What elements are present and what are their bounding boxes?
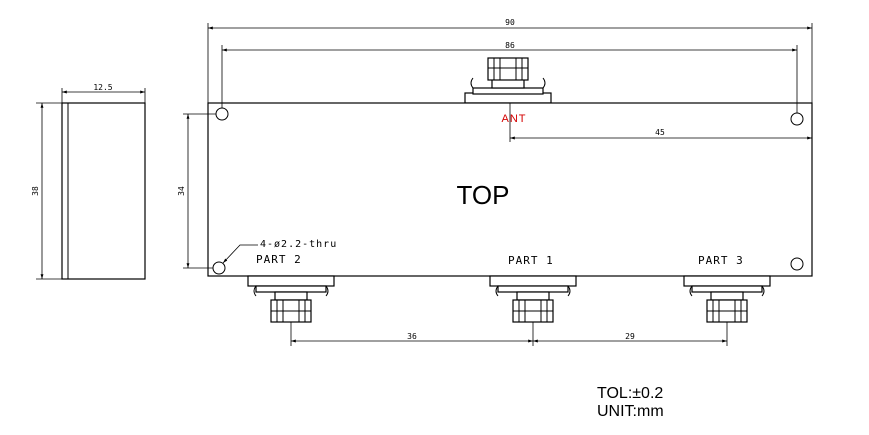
port2-port1-dim-text: 36 bbox=[407, 332, 417, 341]
side-view: 12.5 38 bbox=[31, 83, 146, 280]
ant-offset-dim-text: 45 bbox=[655, 128, 665, 137]
port1-port3-dim-text: 29 bbox=[625, 332, 635, 341]
ant-connector bbox=[464, 57, 552, 104]
side-body bbox=[61, 102, 146, 280]
hole-height-dim-text: 34 bbox=[177, 186, 186, 196]
view-title: TOP bbox=[457, 180, 510, 210]
hole-callout-leader bbox=[222, 244, 258, 264]
side-height-dim-text: 38 bbox=[31, 186, 40, 196]
port2-connector bbox=[247, 275, 335, 323]
ant-label: ANT bbox=[502, 113, 527, 125]
port1-label: PART 1 bbox=[508, 254, 554, 267]
port3-connector bbox=[683, 275, 771, 323]
port3-label: PART 3 bbox=[698, 254, 744, 267]
unit-note: UNIT:mm bbox=[597, 403, 664, 420]
mount-hole bbox=[790, 257, 804, 271]
port2-label: PART 2 bbox=[256, 253, 302, 266]
hole-width-dim-text: 86 bbox=[505, 41, 515, 50]
hole-callout-text: 4-ø2.2-thru bbox=[260, 239, 337, 250]
top-view: 90 86 45 34 ANT TOP PART 2 PART 1 PART 3… bbox=[177, 18, 813, 346]
side-width-dim-text: 12.5 bbox=[93, 83, 112, 92]
overall-width-dim-text: 90 bbox=[505, 18, 515, 27]
port1-connector bbox=[489, 275, 577, 323]
tolerance-note: TOL:±0.2 bbox=[597, 385, 663, 402]
